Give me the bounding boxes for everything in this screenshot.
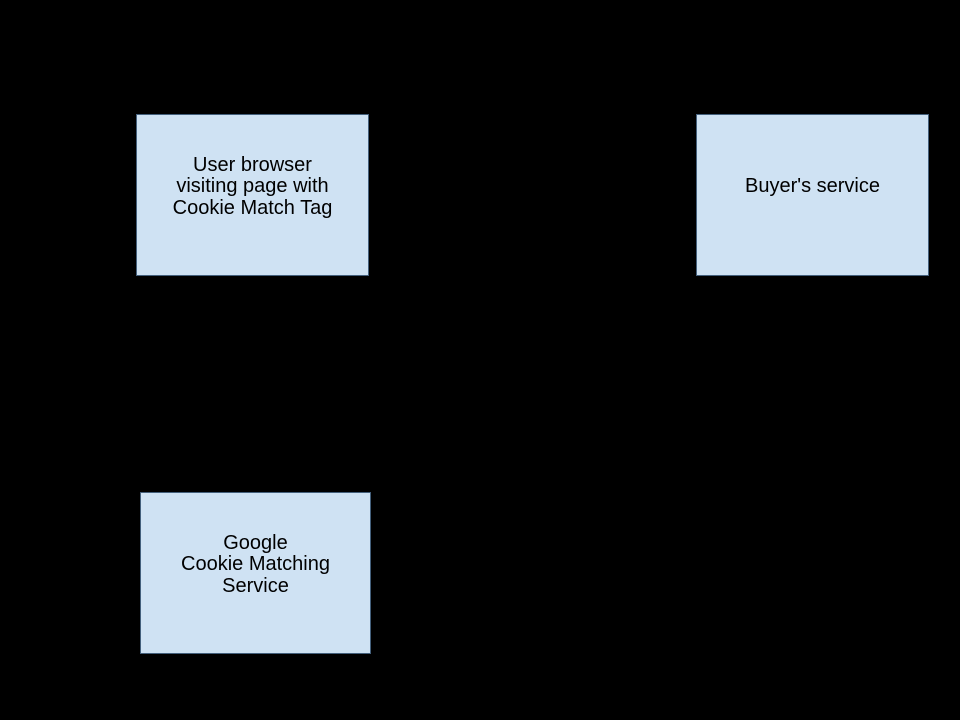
node-user-browser: User browser visiting page with Cookie M… xyxy=(136,114,369,276)
node-label: Buyer's service xyxy=(745,175,880,198)
node-google-cookie-matching-service: Google Cookie Matching Service xyxy=(140,492,371,654)
node-buyers-service: Buyer's service xyxy=(696,114,929,276)
node-label: User browser visiting page with Cookie M… xyxy=(172,153,333,219)
node-label: Google Cookie Matching Service xyxy=(181,531,330,597)
